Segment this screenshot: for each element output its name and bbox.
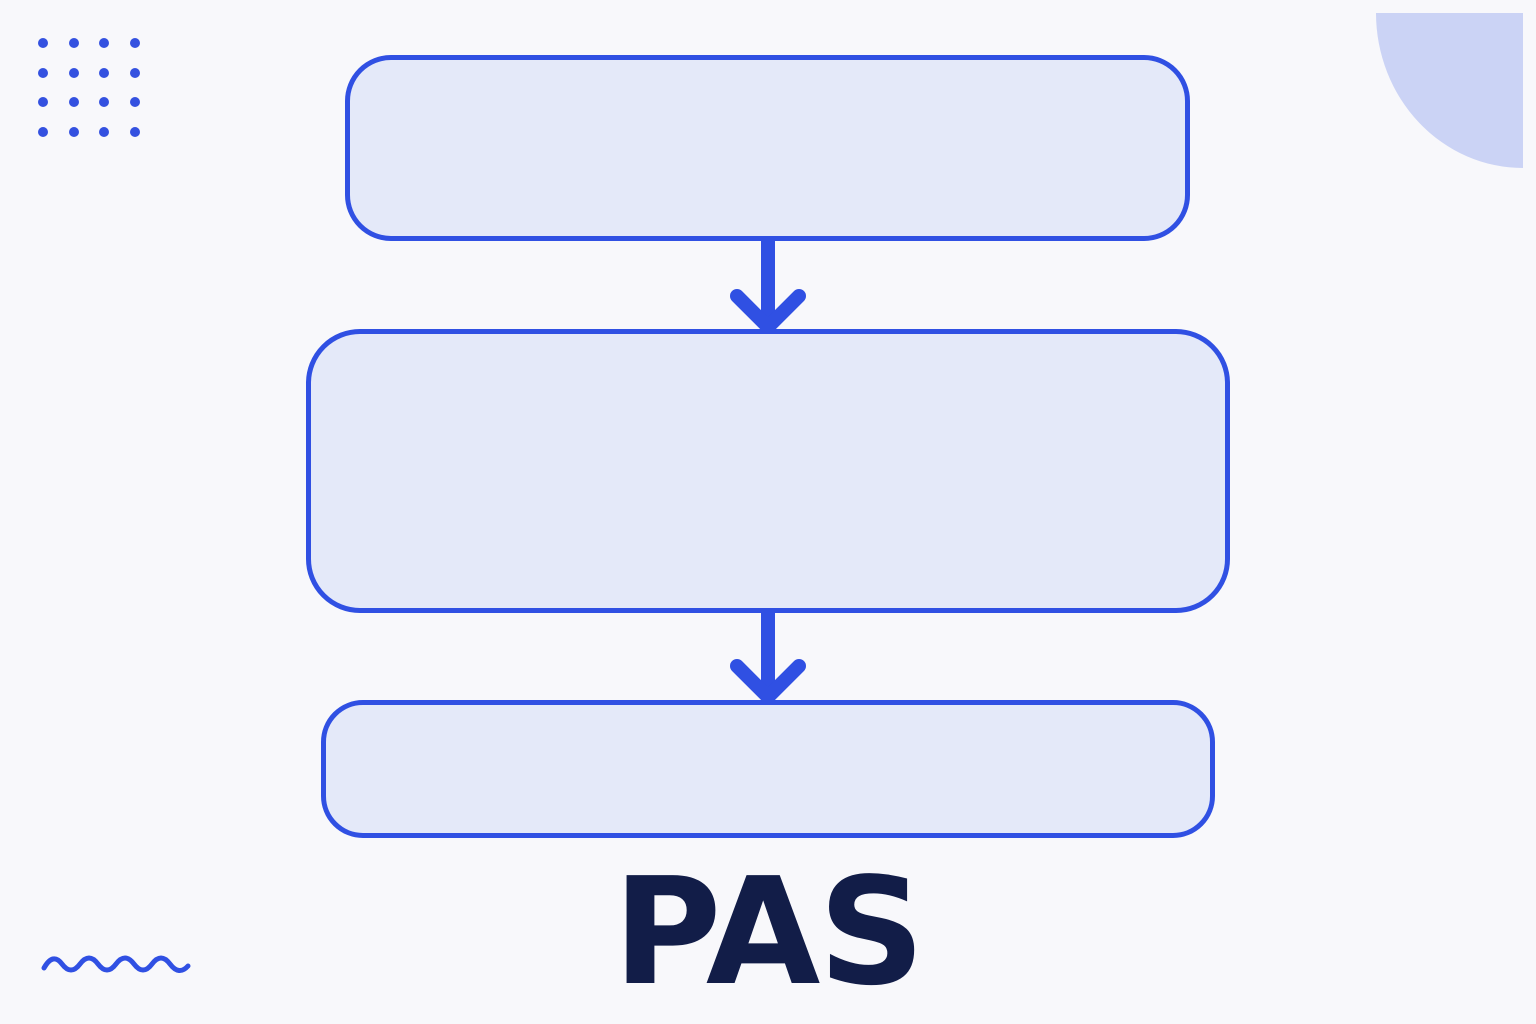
- decor-dot: [68, 126, 79, 137]
- arrow-down-icon: [730, 610, 806, 704]
- decor-dot: [99, 126, 109, 137]
- squiggle-decoration: [41, 955, 191, 973]
- flow-box-bottom: [321, 700, 1215, 838]
- decor-dot: [38, 126, 48, 137]
- arrow-down-icon: [730, 238, 806, 334]
- flow-box-middle: [306, 329, 1230, 613]
- dot-grid-decoration: [38, 38, 150, 144]
- decor-dot: [99, 67, 109, 78]
- decor-dot: [99, 97, 109, 107]
- decor-dot: [129, 67, 140, 78]
- decor-dot: [99, 38, 109, 48]
- decor-dot: [38, 67, 48, 78]
- decor-dot: [129, 97, 140, 107]
- flow-box-top: [345, 55, 1190, 241]
- decor-dot: [38, 38, 48, 48]
- decor-dot: [129, 38, 140, 48]
- decor-dot: [68, 67, 79, 78]
- decor-dot: [68, 97, 79, 107]
- decor-dot: [38, 97, 48, 107]
- corner-quarter-circle-decoration: [1376, 13, 1523, 168]
- decor-dot: [68, 38, 79, 48]
- diagram-title: PAS: [612, 846, 925, 1018]
- decor-dot: [129, 126, 140, 137]
